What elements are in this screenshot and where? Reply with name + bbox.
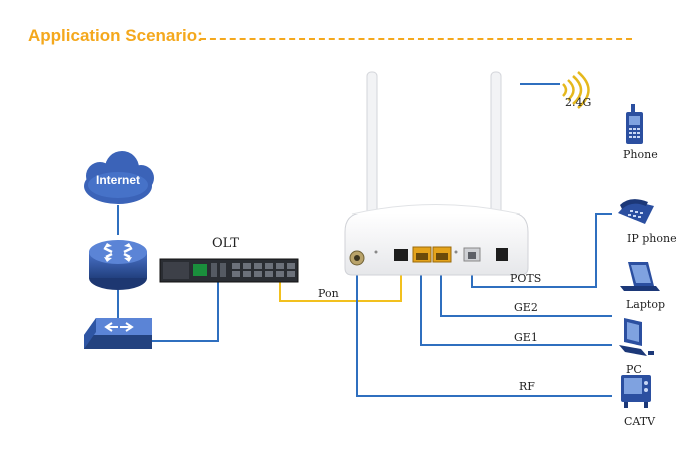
olt-device-icon [159,258,299,283]
ip-phone-label: IP phone [627,232,677,245]
rf-label: RF [519,380,535,393]
link-ge1 [420,262,612,346]
ge2-label: GE2 [514,301,538,314]
wifi-label: 2.4G [565,96,592,109]
pots-label: POTS [510,272,542,285]
page-title: Application Scenario: [28,26,203,45]
pc-icon [619,318,654,356]
pc-label: PC [626,363,642,376]
internet-label: Internet [96,173,140,187]
link-ge2 [440,262,612,317]
link-pon [279,262,402,302]
switch-icon [84,318,152,349]
mobile-phone-icon [626,104,643,144]
wifi-signal-icon [562,71,590,109]
olt-label: OLT [212,236,239,251]
title-dash-line [200,38,632,40]
pon-label: Pon [318,287,339,300]
internet-cloud-icon [84,151,154,204]
laptop-icon [620,262,660,291]
laptop-label: Laptop [626,298,665,311]
ip-phone-icon [618,199,654,224]
tv-icon [621,375,651,408]
link-switch-olt [152,282,219,342]
onu-router-icon [344,71,529,276]
link-pots [471,213,612,288]
link-rf [356,262,612,397]
router-icon [89,240,147,290]
ge1-label: GE1 [514,331,538,344]
phone-label: Phone [623,148,658,161]
catv-label: CATV [624,415,656,428]
links [117,83,612,397]
